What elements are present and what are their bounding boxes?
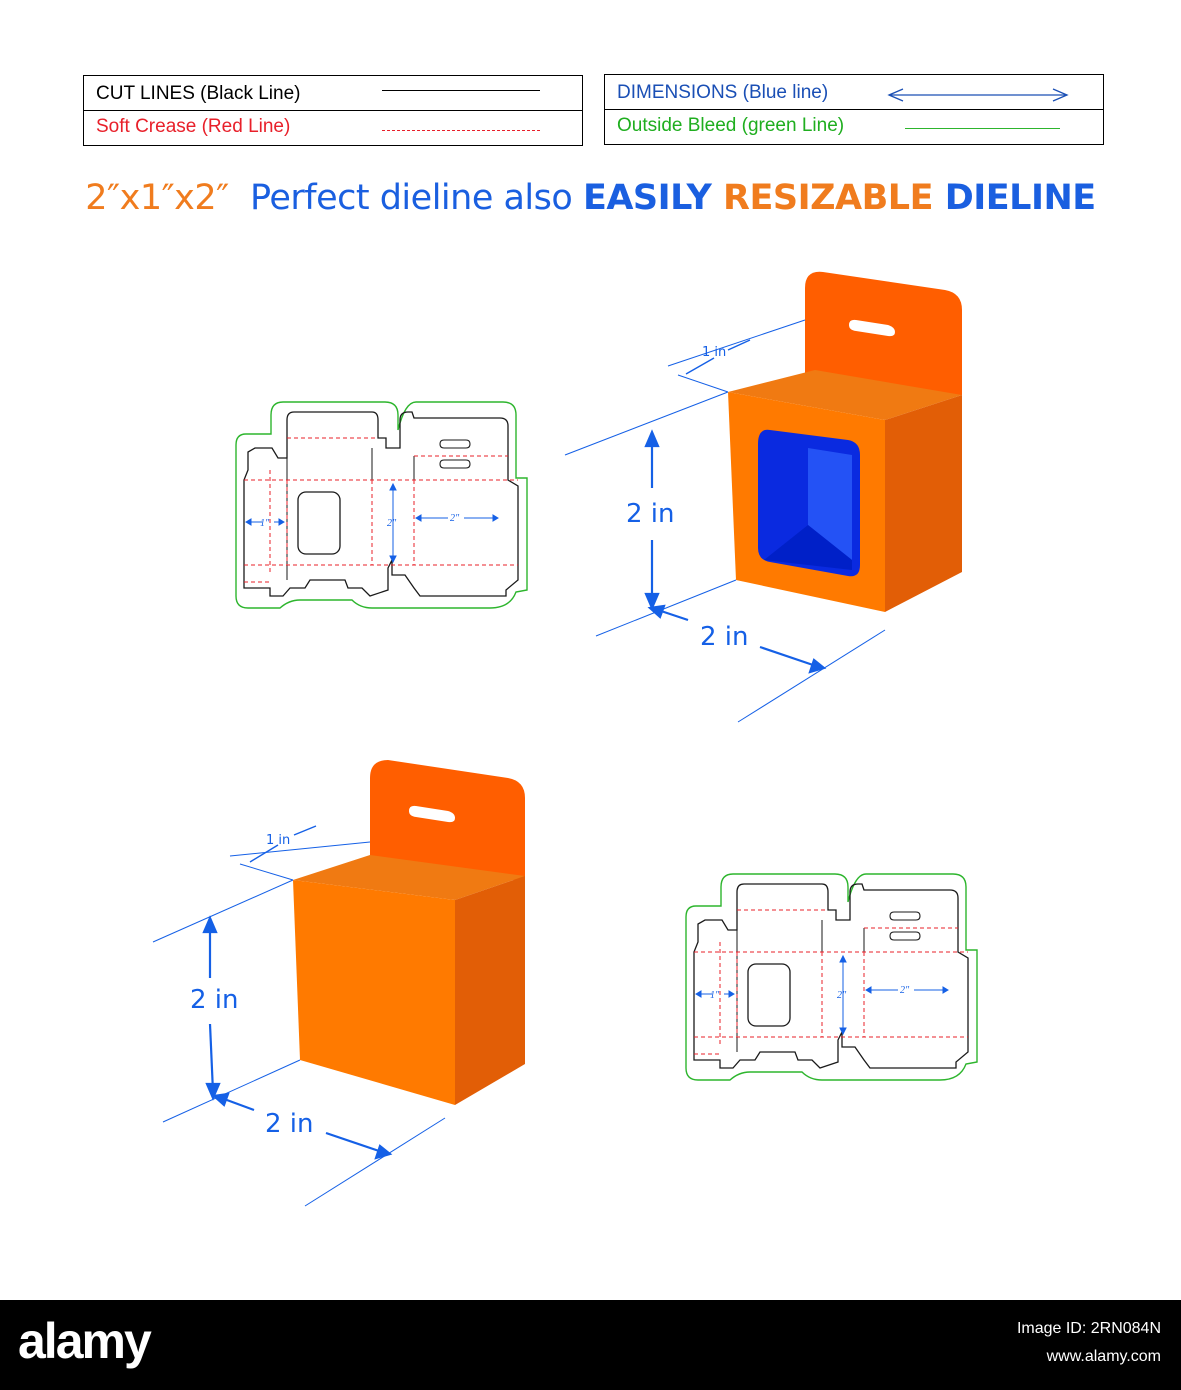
dimension-arrow-icon — [887, 88, 1069, 102]
bleed-line-sample — [905, 128, 1060, 129]
footer-bar: alamy Image ID: 2RN084N www.alamy.com — [0, 1300, 1181, 1390]
legend-row-bleed: Outside Bleed (green Line) — [605, 109, 1103, 145]
box2-dimension-arrows — [202, 825, 393, 1160]
headline-size: 2″x1″x2″ — [85, 178, 229, 218]
headline-perfect: Perfect dieline also — [228, 178, 583, 218]
brand-logo[interactable]: alamy — [18, 1313, 152, 1369]
legend-cut-label: CUT LINES (Black Line) — [96, 83, 301, 104]
headline-resizable: RESIZABLE — [723, 178, 945, 218]
legend-row-crease: Soft Crease (Red Line) — [84, 110, 582, 146]
box-side-face — [885, 395, 962, 612]
dieline-side-width-label: 1″ — [710, 990, 720, 1001]
box1-depth-label: 1 in — [702, 345, 726, 360]
box1-dimension-arrows — [644, 339, 827, 674]
dieline-side-width-label: 1″ — [260, 518, 270, 529]
crease-line-sample — [382, 130, 540, 131]
dieline-height-label: 2″ — [387, 518, 397, 529]
headline: 2″x1″x2″ Perfect dieline also EASILY RES… — [0, 178, 1181, 218]
box-3d-with-window — [728, 271, 962, 612]
legend-row-cut: CUT LINES (Black Line) — [84, 76, 582, 111]
dieline-front-width-label: 2″ — [900, 985, 910, 996]
dieline-front-width-label: 2″ — [450, 513, 460, 524]
dieline-height-label: 2″ — [837, 990, 847, 1001]
window-inner-floor — [764, 525, 852, 570]
dieline-diagram-top — [235, 401, 528, 609]
legend-box-left: CUT LINES (Black Line) Soft Crease (Red … — [83, 75, 583, 146]
box-top-face — [728, 370, 962, 420]
headline-dieline: DIELINE — [944, 178, 1097, 218]
window-inner-side — [808, 448, 852, 560]
box2-depth-label: 1 in — [266, 833, 290, 848]
box1-width-label: 2 in — [700, 622, 749, 652]
dieline-diagram-bottom — [685, 873, 978, 1081]
legend-box-right: DIMENSIONS (Blue line) Outside Bleed (gr… — [604, 74, 1104, 145]
box2-height-label: 2 in — [190, 985, 239, 1015]
legend-row-dimensions: DIMENSIONS (Blue line) — [605, 75, 1103, 110]
headline-easily: EASILY — [582, 178, 724, 218]
box-front-face — [293, 880, 455, 1105]
cut-line-sample — [382, 90, 540, 91]
box-top-face — [293, 855, 525, 900]
artwork: 1″ 2″ 2″ 1″ 2″ 2″ 1 in 2 in 2 in — [152, 271, 978, 1207]
box1-extension-lines — [564, 319, 886, 723]
image-id: Image ID: 2RN084N — [1016, 1320, 1161, 1337]
legend-crease-label: Soft Crease (Red Line) — [96, 116, 291, 137]
box2-extension-lines — [152, 841, 446, 1207]
box-side-face — [455, 876, 525, 1105]
box2-width-label: 2 in — [265, 1109, 314, 1139]
box1-height-label: 2 in — [626, 499, 675, 529]
site-url[interactable]: www.alamy.com — [1046, 1348, 1161, 1365]
hang-hole-icon — [849, 319, 895, 337]
box-3d-plain — [293, 760, 525, 1105]
legend-bleed-label: Outside Bleed (green Line) — [617, 115, 845, 136]
hang-hole-icon — [409, 805, 455, 823]
legend-dimensions-label: DIMENSIONS (Blue line) — [617, 82, 829, 103]
